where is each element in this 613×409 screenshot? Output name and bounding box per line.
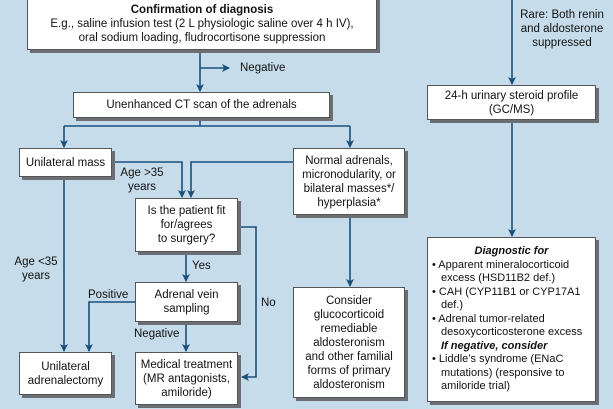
negative-label: Negative xyxy=(134,328,180,340)
fit-l3: to surgery? xyxy=(157,233,216,245)
arrow-age-gt xyxy=(112,161,186,198)
consider-l4: aldosteronism xyxy=(313,336,385,349)
no-label: No xyxy=(261,297,276,309)
medical-l1: Medical treatment xyxy=(140,358,233,371)
arrow-no xyxy=(238,226,257,381)
consider-l1: Consider xyxy=(325,294,373,307)
age-lt-label: Age <35 years xyxy=(11,255,61,283)
fit-l2: for/agrees xyxy=(160,219,213,231)
urinary-steroid-box: 24-h urinary steroid profile(GC/MS) xyxy=(427,85,596,120)
age-lt-l2: years xyxy=(21,270,51,282)
rare-l2: and aldosterone xyxy=(520,23,604,35)
age-gt-l2: years xyxy=(127,181,157,193)
line-ct-branch xyxy=(64,118,350,127)
consider-l5: and other familial xyxy=(305,350,393,363)
rare-label: Rare: Both renin and aldosterone suppresse… xyxy=(514,8,610,50)
consider-l3: remediable xyxy=(320,322,378,335)
diagnostic-item: • Apparent mineralocorticoid excess (HSD… xyxy=(432,258,570,285)
medical-l3: amiloride) xyxy=(161,386,212,399)
diagnostic-item: • Adrenal tumor-related desoxycorticoste… xyxy=(432,312,583,339)
urinary-l2: (GC/MS) xyxy=(488,103,535,116)
rare-l3: suppressed xyxy=(532,37,592,49)
normal-l2: micronodularity, or xyxy=(302,168,396,181)
urinary-l1: 24-h urinary steroid profile xyxy=(444,89,579,102)
diagnostic-heading2: If negative, consider xyxy=(441,339,548,352)
diagnostic-item: • Liddle’s syndrome (ENaC mutations) (re… xyxy=(432,353,565,393)
fit-l1: Is the patient fit xyxy=(147,205,226,217)
diagnostic-heading: Diagnostic for xyxy=(474,245,549,258)
diagnostic-box: Diagnostic for • Apparent mineralocortic… xyxy=(427,237,596,402)
age-gt-label: Age >35 years xyxy=(120,166,164,194)
negative-label-top: Negative xyxy=(240,62,286,74)
ct-text: Unenhanced CT scan of the adrenals xyxy=(106,99,297,111)
avs-l1: Adrenal vein xyxy=(154,289,219,301)
positive-label: Positive xyxy=(88,289,129,301)
unilateral-mass-text: Unilateral mass xyxy=(25,156,106,169)
avs-l2: sampling xyxy=(163,303,210,315)
consider-l2: glucocorticoid xyxy=(313,308,385,321)
adrenalectomy-l1: Unilateral xyxy=(41,360,90,373)
adrenalectomy-l2: adrenalectomy xyxy=(27,374,104,387)
arrow-normal-to-fit xyxy=(187,161,293,198)
diagnostic-item: • CAH (CYP11B1 or CYP17A1 def.) xyxy=(432,285,581,312)
medical-treatment-box: Medical treatment(MR antagonists,amilori… xyxy=(135,352,238,405)
confirmation-line1: E.g., saline infusion test (2 L physiolo… xyxy=(50,17,354,30)
consider-l6: forms of primary xyxy=(307,364,391,377)
ct-box: Unenhanced CT scan of the adrenals xyxy=(73,92,330,118)
normal-l1: Normal adrenals, xyxy=(305,154,393,167)
normal-l3: bilateral masses*/ xyxy=(303,182,395,195)
rare-l1: Rare: Both renin xyxy=(520,9,604,21)
yes-label: Yes xyxy=(192,260,211,272)
unilateral-mass-box: Unilateral mass xyxy=(19,148,112,177)
adrenal-vein-sampling-box: Adrenal vein sampling xyxy=(135,282,238,322)
confirmation-line2: oral sodium loading, fludrocortisone sup… xyxy=(78,31,326,44)
confirmation-title: Confirmation of diagnosis xyxy=(130,3,274,16)
medical-l2: (MR antagonists, xyxy=(143,372,230,385)
arrow-positive xyxy=(85,301,135,352)
age-gt-l1: Age >35 xyxy=(120,167,164,179)
fit-for-surgery-box: Is the patient fit for/agrees to surgery? xyxy=(135,198,238,252)
confirmation-box: Confirmation of diagnosis E.g., saline i… xyxy=(27,0,377,50)
normal-l4: hyperplasia* xyxy=(317,196,381,209)
consider-l7: aldosteronism xyxy=(313,378,385,391)
age-lt-l1: Age <35 xyxy=(14,256,58,268)
